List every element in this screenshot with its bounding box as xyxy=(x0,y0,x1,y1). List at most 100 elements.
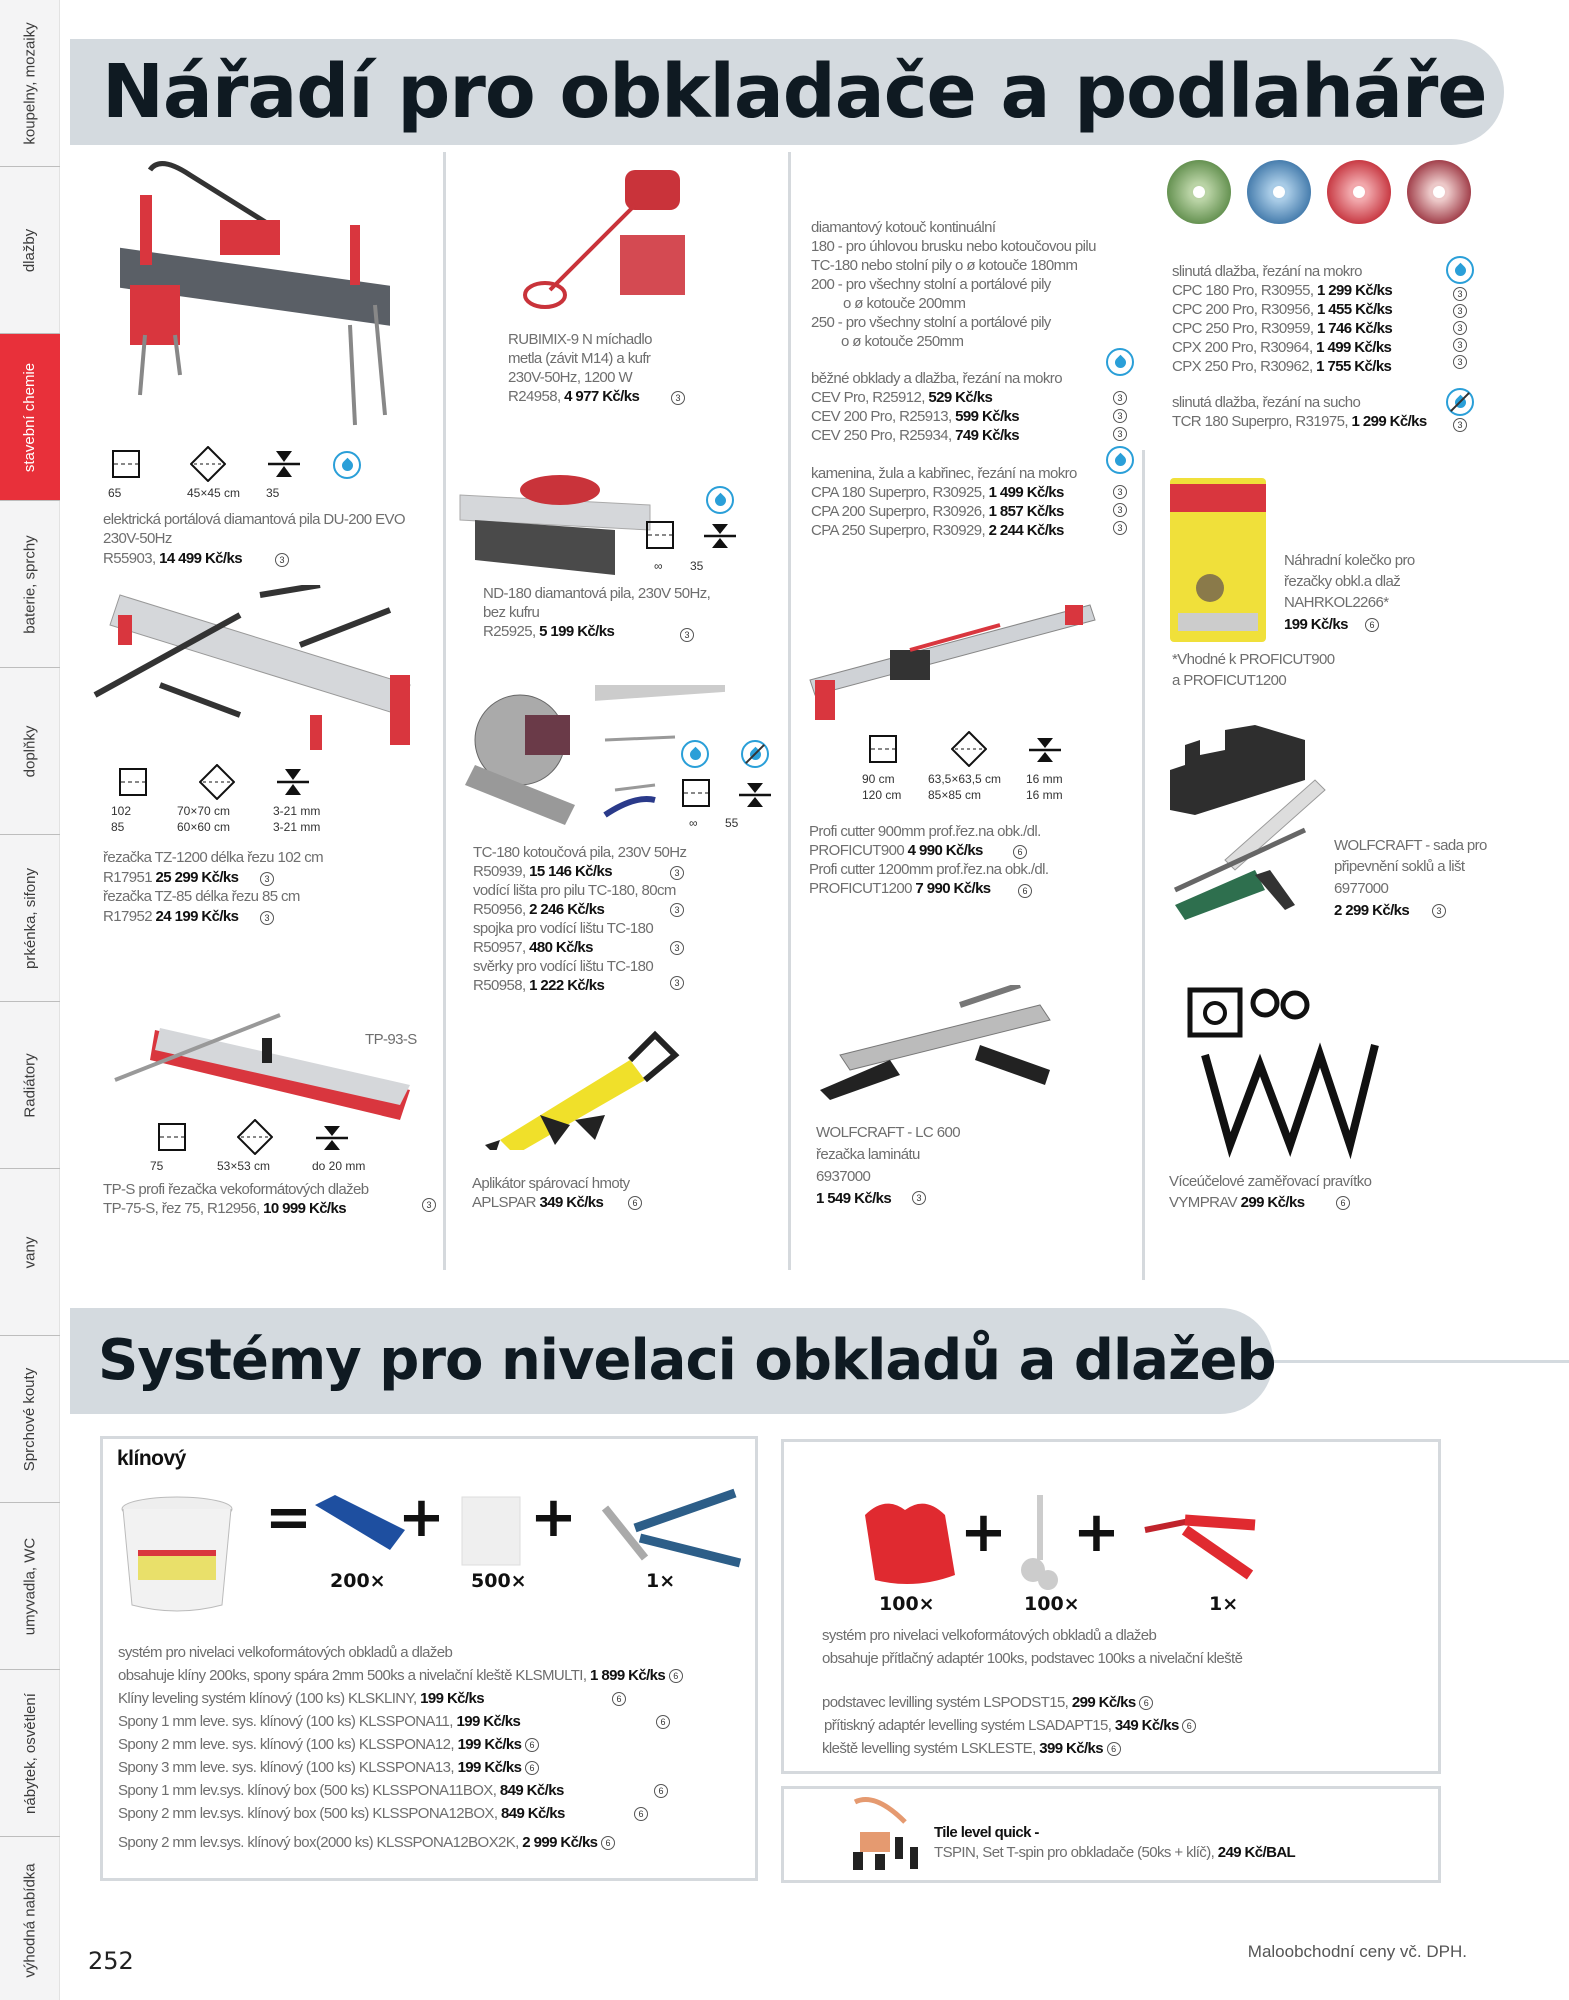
disc-group-title: kamenina, žula a kabřinec, řezání na mok… xyxy=(811,465,1077,482)
sidebar-item-umyvadla[interactable]: umyvadla, WC xyxy=(0,1503,60,1670)
availability-badge: 3 xyxy=(422,1198,436,1212)
product-price: 199 Kč/ks xyxy=(1284,616,1348,633)
diagonal-cut-icon xyxy=(199,764,235,800)
availability-badge: 3 xyxy=(1453,338,1467,352)
availability-badge: 3 xyxy=(1113,427,1127,441)
cut-length-icon xyxy=(646,521,674,549)
disc-item: CEV 200 Pro, R25913, 599 Kč/ks xyxy=(811,408,1020,425)
quantity-label: 500× xyxy=(471,1570,527,1592)
disc-description: 250 - pro všechny stolní a portálové pil… xyxy=(811,314,1051,331)
spec-value: 53×53 cm xyxy=(217,1159,271,1173)
sidebar-item-baterie[interactable]: baterie, sprchy xyxy=(0,501,60,668)
disc-group-title: běžné obklady a dlažba, řezání na mokro xyxy=(811,370,1063,387)
product-price: 2 246 Kč/ks xyxy=(529,901,605,918)
thickness-icon xyxy=(739,783,771,807)
availability-badge: 6 xyxy=(1106,1742,1121,1757)
spec-value: 3-21 mm xyxy=(273,820,321,834)
availability-badge: 6 xyxy=(524,1738,539,1753)
sidebar-item-nabytek[interactable]: nábytek, osvětlení xyxy=(0,1670,60,1837)
product-name: řezačka TZ-85 délka řezu 85 cm xyxy=(103,888,300,905)
availability-badge: 3 xyxy=(670,903,684,917)
plus-sign: + xyxy=(1073,1500,1120,1565)
availability-badge: 3 xyxy=(1453,355,1467,369)
column-divider xyxy=(443,152,446,1270)
sidebar-item-dlazby[interactable]: dlažby xyxy=(0,167,60,334)
diagonal-cut-icon xyxy=(190,446,226,482)
list-item: Spony 2 mm lev.sys. klínový box (500 ks)… xyxy=(118,1805,565,1822)
tile-saw-du200-image xyxy=(120,161,390,426)
product-name: bez kufru xyxy=(483,604,540,621)
spec-value: 85 xyxy=(111,820,125,834)
disc-description: 180 - pro úhlovou brusku nebo kotoučovou… xyxy=(811,238,1096,255)
pressure-adapters-image xyxy=(865,1503,955,1584)
skirting-kit-image xyxy=(1170,725,1326,920)
sidebar-item-sprchove-kouty[interactable]: Sprchové kouty xyxy=(0,1336,60,1503)
leveling-pliers-red-image xyxy=(1144,1514,1256,1580)
product-name: TC-180 kotoučová pila, 230V 50Hz xyxy=(473,844,687,861)
product-name: WOLFCRAFT - LC 600 xyxy=(816,1124,961,1141)
sidebar-item-label: výhodná nabídka xyxy=(21,1863,39,1978)
tspin-set-image xyxy=(853,1797,918,1870)
spec-value: 16 mm xyxy=(1026,772,1063,786)
sidebar-item-stavebni-chemie[interactable]: stavební chemie xyxy=(0,334,60,501)
product-price: 349 Kč/ks xyxy=(539,1194,604,1211)
availability-badge: 3 xyxy=(1113,391,1127,405)
sidebar-item-vyhodna-nabidka[interactable]: výhodná nabídka xyxy=(0,1837,60,2000)
availability-badge: 3 xyxy=(1113,521,1127,535)
disc-item: TCR 180 Superpro, R31975, 1 299 Kč/ks xyxy=(1172,413,1427,430)
product-name: 230V-50Hz, 1200 W xyxy=(508,369,633,386)
system-description: systém pro nivelaci velkoformátových obk… xyxy=(118,1644,453,1661)
sidebar-item-label: prkénka, sifony xyxy=(21,867,39,969)
tspin-box xyxy=(781,1786,1441,1883)
product-price: 7 990 Kč/ks xyxy=(915,880,991,897)
disc-item: CPX 200 Pro, R30964, 1 499 Kč/ks xyxy=(1172,339,1392,356)
product-price-line: R55903, 14 499 Kč/ks xyxy=(103,549,243,568)
availability-badge: 3 xyxy=(671,391,685,405)
disc-group-title: slinutá dlažba, řezání na mokro xyxy=(1172,263,1362,280)
availability-badge: 3 xyxy=(912,1191,926,1205)
sidebar-item-prkenka[interactable]: prkénka, sifony xyxy=(0,835,60,1002)
availability-badge: 3 xyxy=(1113,409,1127,423)
angle-finder-ruler-image xyxy=(1187,987,1379,1160)
availability-badge: 6 xyxy=(1013,845,1027,859)
page-number: 252 xyxy=(88,1947,134,1975)
sidebar-item-radiatory[interactable]: Radiátory xyxy=(0,1002,60,1169)
sidebar-item-label: koupelny, mozaiky xyxy=(21,21,39,145)
product-code: R17951 xyxy=(103,869,153,886)
leveling-pliers-blue-image xyxy=(601,1488,742,1568)
availability-badge: 3 xyxy=(275,553,289,567)
product-price-line: R50939, 15 146 Kč/ks xyxy=(473,862,613,881)
product-price-line: R50956, 2 246 Kč/ks xyxy=(473,900,605,919)
thickness-icon xyxy=(1029,738,1061,762)
product-name: připevnění soklů a lišt xyxy=(1334,858,1465,875)
product-price: 2 299 Kč/ks xyxy=(1334,902,1410,919)
availability-badge: 3 xyxy=(1453,287,1467,301)
sidebar-item-vany[interactable]: vany xyxy=(0,1169,60,1336)
availability-badge: 6 xyxy=(1336,1196,1350,1210)
price-note: Maloobchodní ceny vč. DPH. xyxy=(1247,1942,1467,1961)
availability-badge: 3 xyxy=(1113,485,1127,499)
diagonal-cut-icon xyxy=(951,731,987,767)
product-name: 230V-50Hz xyxy=(103,530,172,547)
product-name: metla (závit M14) a kufr xyxy=(508,350,651,367)
heading-rule xyxy=(1260,1360,1569,1363)
availability-badge: 3 xyxy=(680,628,694,642)
thickness-icon xyxy=(316,1126,348,1150)
cut-length-icon xyxy=(682,779,710,807)
product-note: *Vhodné k PROFICUT900 xyxy=(1172,651,1335,668)
product-price-line: TSPIN, Set T-spin pro obkladače (50ks + … xyxy=(934,1844,1296,1861)
product-name: Profi cutter 1200mm prof.řez.na obk./dl. xyxy=(809,861,1049,878)
section-heading-tools: Nářadí pro obkladače a podlaháře xyxy=(70,39,1504,145)
availability-badge: 6 xyxy=(1182,1719,1197,1734)
disc-description: o ø kotouče 250mm xyxy=(841,333,964,350)
diamond-disc-green-image xyxy=(1167,160,1231,224)
sidebar-item-doplnky[interactable]: doplňky xyxy=(0,668,60,835)
availability-badge: 6 xyxy=(1139,1696,1154,1711)
product-price: 1 222 Kč/ks xyxy=(529,977,605,994)
product-name: ND-180 diamantová pila, 230V 50Hz, xyxy=(483,585,711,602)
sidebar-item-koupelny[interactable]: koupelny, mozaiky xyxy=(0,0,60,167)
product-code: R25925, xyxy=(483,623,536,640)
product-code: R50957, xyxy=(473,939,526,956)
product-name: WOLFCRAFT - sada pro xyxy=(1334,837,1487,854)
product-name: řezačky obkl.a dlaž xyxy=(1284,573,1401,590)
